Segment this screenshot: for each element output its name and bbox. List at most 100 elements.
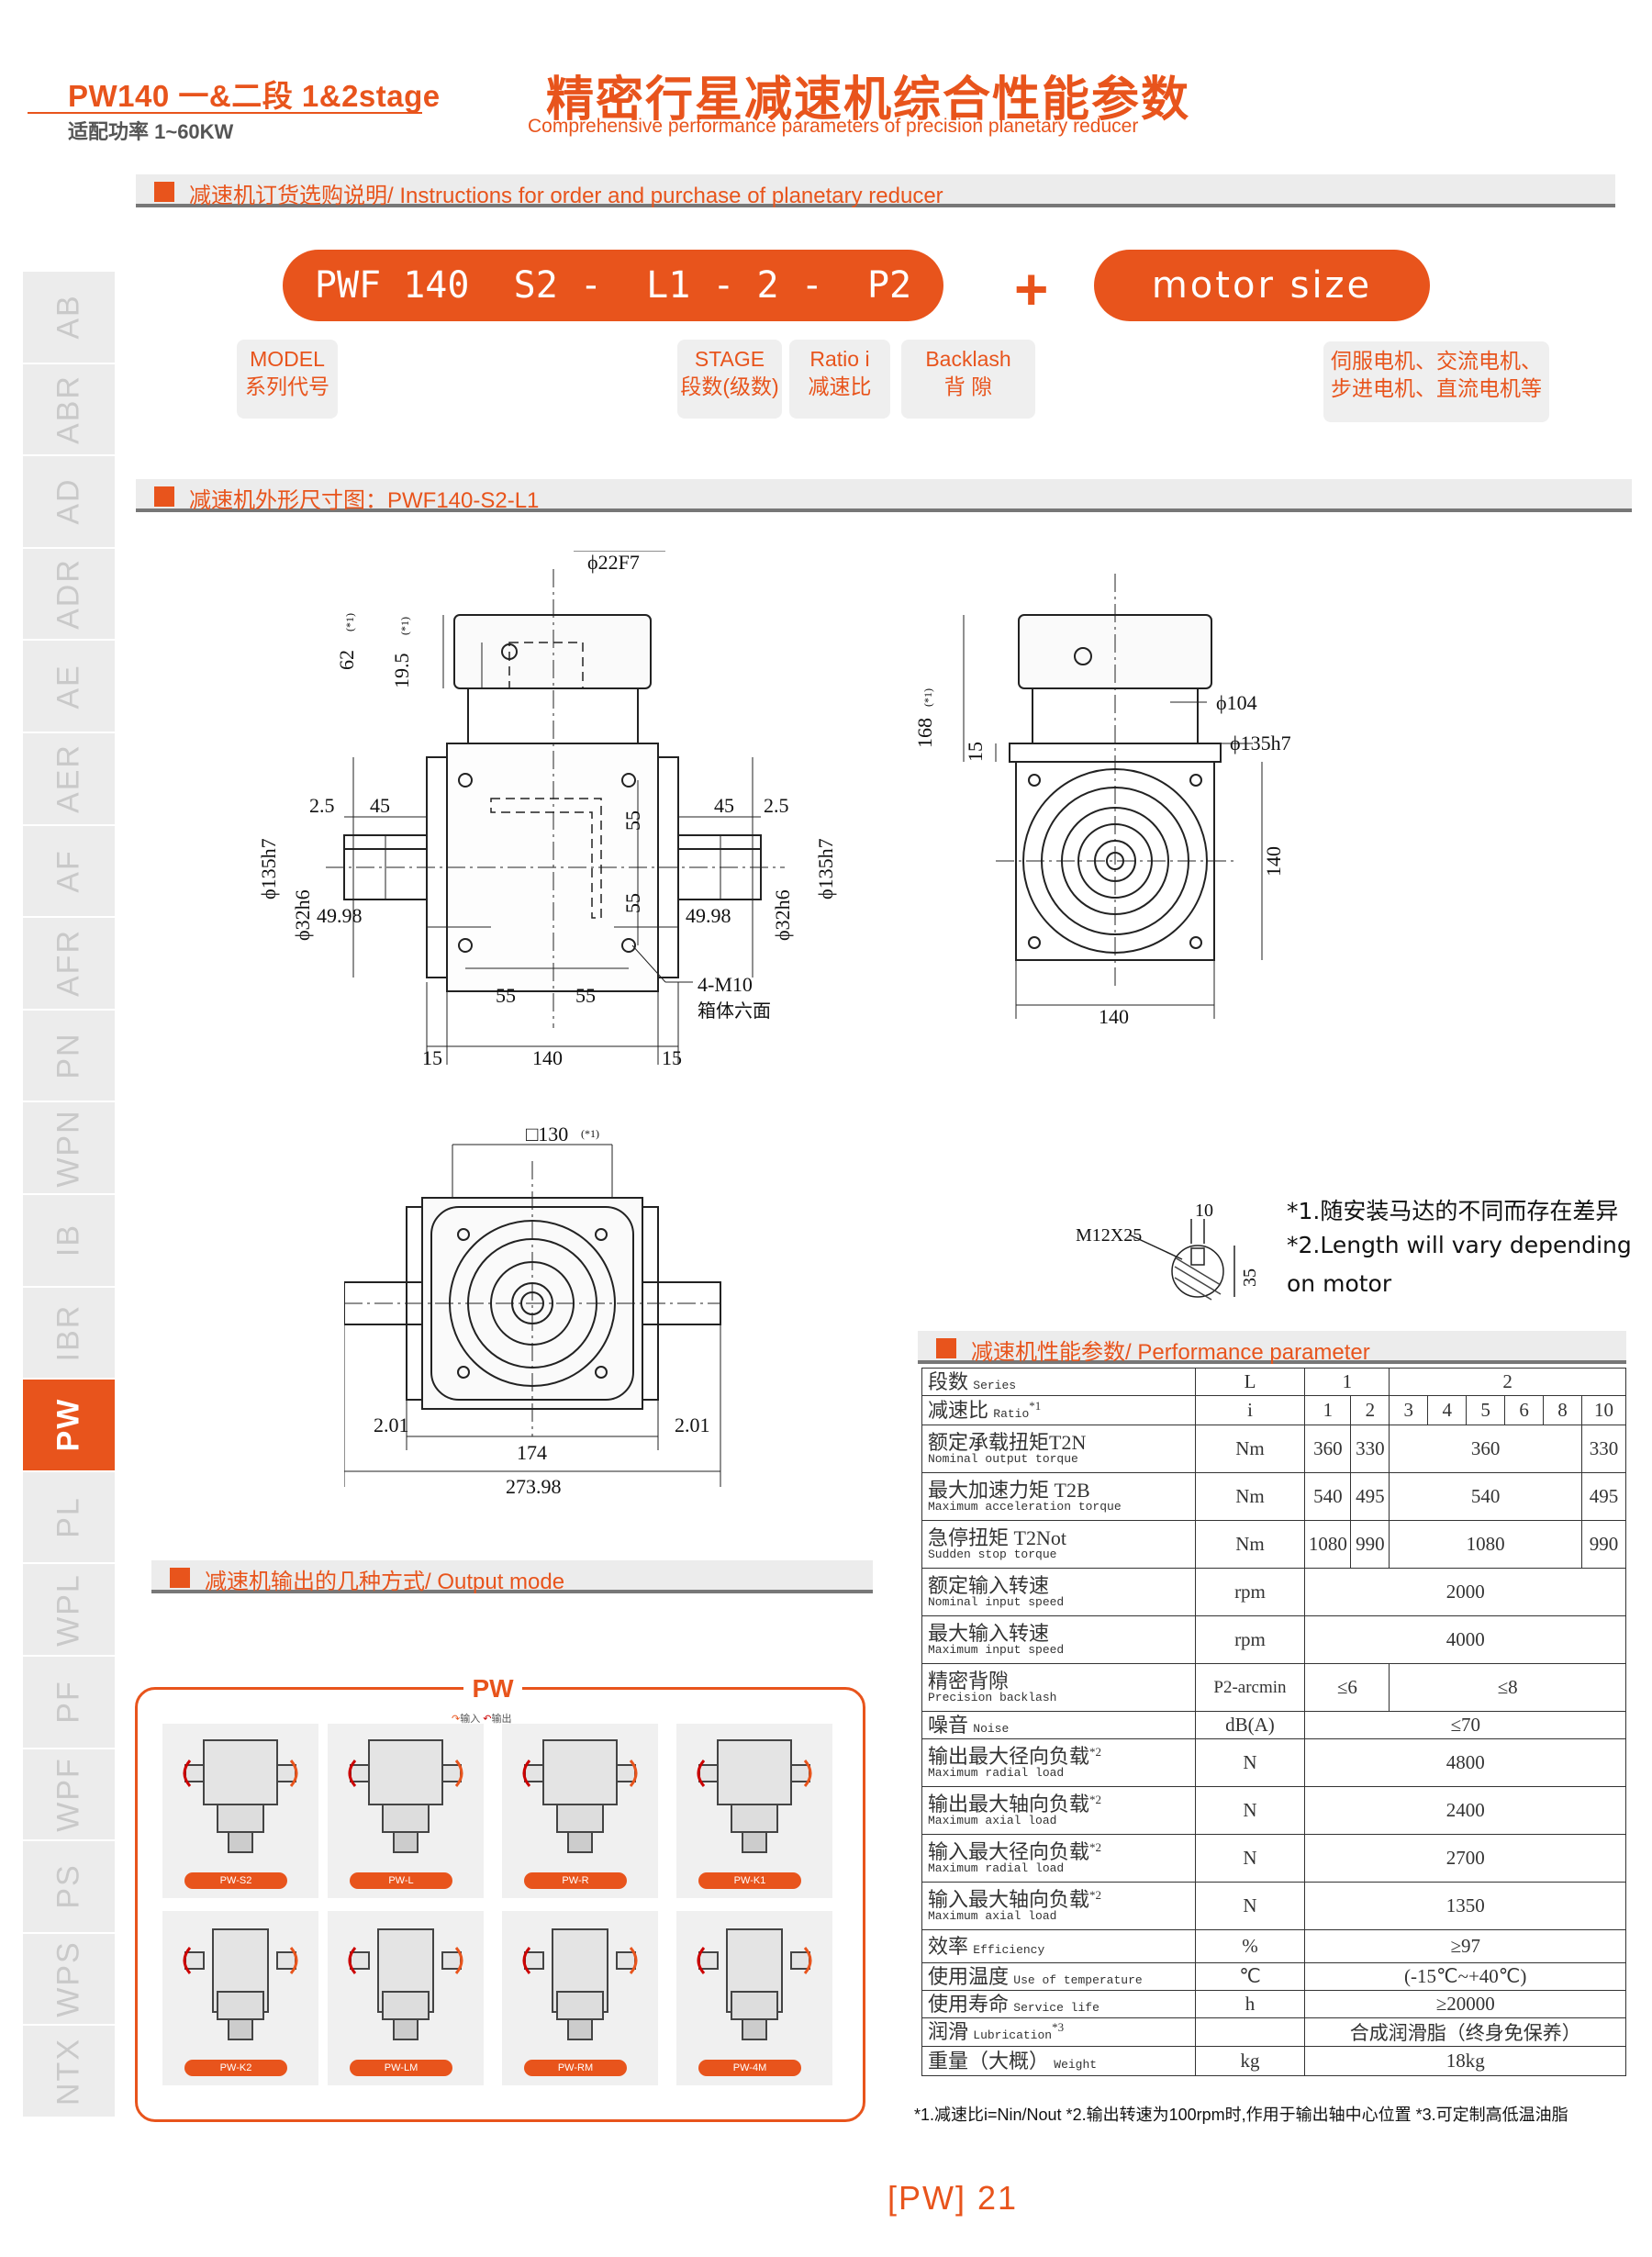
cell-value: (-15℃~+40℃) (1304, 1962, 1626, 1991)
row-name-en: Nominal output torque (928, 1452, 1078, 1467)
mode-tag: PW-RM (524, 2060, 627, 2076)
motor-size: motor size (1094, 250, 1430, 321)
section-title: 减速机订货选购说明/ Instructions for order and pu… (189, 184, 943, 208)
dim-2-01-right: 2.01 (675, 1413, 710, 1436)
cell-value: 360 (1304, 1425, 1352, 1473)
tab-pf[interactable]: PF (23, 1657, 115, 1749)
tab-ps[interactable]: PS (23, 1841, 115, 1934)
row-name-en: Maximum radial load (928, 1766, 1065, 1781)
table-row: 重量（大概） Weight kg 18kg (921, 2046, 1626, 2076)
cell-value: 18kg (1304, 2046, 1626, 2076)
cell-value: 1080 (1389, 1520, 1582, 1569)
tab-wps[interactable]: WPS (23, 1934, 115, 2027)
cell-value: ≤6 (1304, 1663, 1390, 1712)
label-backlash-cn: 背 隙 (943, 374, 993, 398)
tab-afr[interactable]: AFR (23, 918, 115, 1011)
dim-2-5-left: 2.5 (309, 794, 335, 817)
tab-ad[interactable]: AD (23, 456, 115, 549)
tab-pw[interactable]: PW (23, 1380, 115, 1472)
cell-unit: Nm (1194, 1520, 1306, 1569)
tab-aer[interactable]: AER (23, 733, 115, 826)
tab-pl[interactable]: PL (23, 1472, 115, 1565)
table-row: 效率 Efficiency % ≥97 (921, 1929, 1626, 1963)
tab-ib[interactable]: IB (23, 1195, 115, 1288)
output-arrow-icon: ↶ (483, 1714, 492, 1725)
reducer-icon (183, 1928, 298, 2040)
row-name-cn: 输入最大轴向负载 (928, 1888, 1090, 1912)
cell-unit: N (1194, 1834, 1306, 1883)
cell-name: 润滑 Lubrication*3 (921, 2017, 1196, 2047)
cell-value: 2000 (1304, 1568, 1626, 1616)
label-motor-types-1: 伺服电机、交流电机、 (1331, 349, 1542, 373)
cell-name: 使用寿命 Service life (921, 1990, 1196, 2018)
output-mode-pw-l: PW-L (328, 1724, 484, 1898)
row-name-cn: 额定输入转速 (928, 1574, 1050, 1598)
cell-ratio: 8 (1543, 1395, 1582, 1425)
dim-box-six-faces: 箱体六面 (698, 1000, 771, 1022)
reducer-icon (697, 1928, 812, 2040)
cell-name: 重量（大概） Weight (921, 2046, 1196, 2076)
tab-label: AER (50, 743, 86, 814)
cell-value: ≥20000 (1304, 1990, 1626, 2018)
legend-input: 输入 (460, 1714, 481, 1725)
cell-unit: kg (1194, 2046, 1306, 2076)
dim-55-v1: 55 (621, 810, 644, 831)
tab-ab[interactable]: AB (23, 272, 115, 364)
tab-ae[interactable]: AE (23, 641, 115, 733)
cell-unit: h (1194, 1990, 1306, 2018)
output-mode-pw-4m: PW-4M (676, 1911, 832, 2085)
tab-wpl[interactable]: WPL (23, 1564, 115, 1657)
tab-wpf[interactable]: WPF (23, 1749, 115, 1842)
reducer-icon (522, 1739, 638, 1853)
row-name-cn: 使用温度 (928, 1964, 1010, 1988)
order-code: PWF 140 S2 - L1 - 2 - P2 (283, 250, 943, 321)
row-name-en: Noise (973, 1721, 1010, 1736)
tab-label: AFR (50, 929, 86, 998)
power-range: 适配功率 1~60KW (68, 120, 234, 143)
tab-pn[interactable]: PN (23, 1011, 115, 1103)
cell-value: 495 (1350, 1472, 1390, 1521)
cell-value: ≥97 (1304, 1929, 1626, 1963)
row-name-cn: 输入最大径向负载 (928, 1840, 1090, 1864)
dim-49-98-right: 49.98 (686, 904, 731, 927)
tab-label: PN (50, 1032, 86, 1079)
tab-abr[interactable]: ABR (23, 364, 115, 457)
cell-unit: L (1194, 1368, 1306, 1396)
dim-45-right: 45 (714, 794, 734, 817)
cell-unit: ℃ (1194, 1962, 1306, 1991)
table-row: 减速比 Ratio*1 i 1 2 3 4 5 6 8 10 (921, 1395, 1627, 1425)
output-mode-title: PW (463, 1674, 522, 1704)
dim-55-h2: 55 (575, 984, 596, 1007)
output-mode-pw-k1: PW-K1 (676, 1724, 832, 1898)
tab-adr[interactable]: ADR (23, 549, 115, 642)
row-name-cn: 段数 (928, 1369, 969, 1393)
tab-ntx[interactable]: NTX (23, 2026, 115, 2118)
dim-174: 174 (517, 1441, 547, 1464)
cell-value: 4000 (1304, 1615, 1626, 1664)
tab-wpn[interactable]: WPN (23, 1102, 115, 1195)
cell-value: 990 (1350, 1520, 1390, 1569)
row-name-en: Use of temperature (1013, 1972, 1143, 1987)
cell-unit: N (1194, 1738, 1306, 1787)
reducer-icon (348, 1928, 463, 2040)
dim-d135-right: ϕ135h7 (814, 838, 837, 899)
row-name-cn: 最大加速力矩 T2B (928, 1479, 1090, 1503)
mode-tag: PW-S2 (184, 1872, 287, 1889)
reducer-icon (522, 1928, 638, 2040)
section-title: 减速机性能参数/ Performance parameter (971, 1340, 1370, 1365)
tab-ibr[interactable]: IBR (23, 1288, 115, 1380)
dim-62: 62 (335, 650, 358, 670)
dim-62-mark: (*1) (343, 613, 356, 631)
label-model-en: MODEL (250, 347, 325, 371)
legend-output: 输出 (491, 1714, 512, 1725)
dim-55-v2: 55 (621, 893, 644, 913)
row-sup: *2 (1089, 1793, 1102, 1807)
cell-unit: rpm (1194, 1568, 1306, 1616)
tab-af[interactable]: AF (23, 826, 115, 919)
cell-value: 360 (1389, 1425, 1582, 1473)
